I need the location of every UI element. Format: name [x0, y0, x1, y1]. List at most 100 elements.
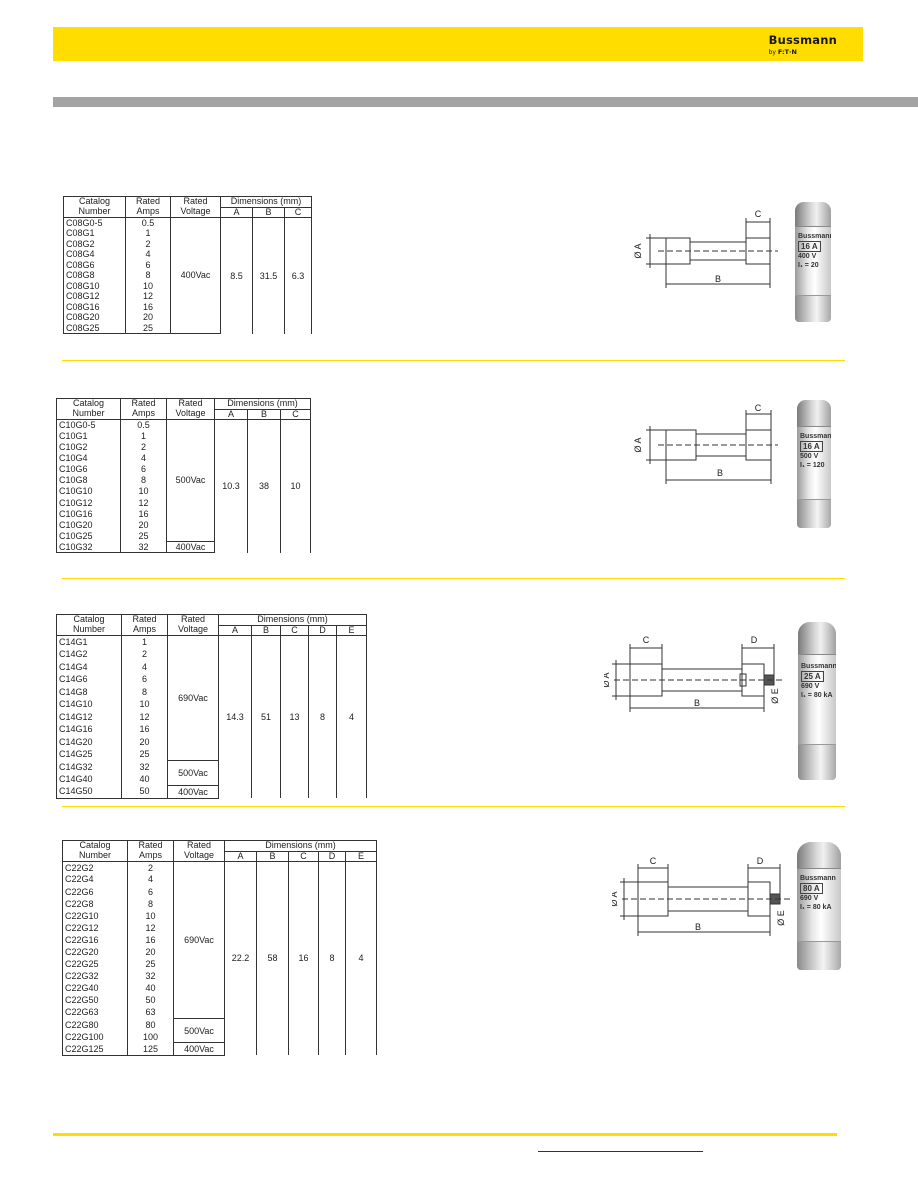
rated-amps: 6 — [120, 463, 167, 475]
dim-label-c: C — [755, 209, 762, 219]
fuse-interrupt-rating: I₁ = 120 — [800, 462, 825, 469]
catalog-number: C22G8 — [62, 897, 128, 910]
header-dimensions: Dimensions (mm) — [220, 196, 312, 208]
header-bar: Bussmann by F:T·N — [53, 27, 863, 61]
dimension-b: 51 — [251, 635, 281, 798]
catalog-number: C08G2 — [63, 238, 126, 250]
header-voltage: Voltage — [170, 207, 221, 218]
fuse-end-cap — [797, 842, 841, 869]
header-number: Number — [63, 207, 126, 218]
catalog-number: C10G0-5 — [56, 419, 121, 431]
rated-amps: 4 — [127, 873, 174, 886]
rated-amps: 16 — [127, 934, 174, 947]
rated-amps: 32 — [127, 970, 174, 983]
header-voltage: Voltage — [173, 851, 225, 862]
rated-amps: 2 — [121, 648, 168, 661]
dimension-b: 31.5 — [252, 217, 285, 334]
dim-label-d: D — [751, 635, 758, 645]
catalog-number: C22G10 — [62, 909, 128, 922]
fuse-voltage: 500 V — [800, 453, 819, 460]
header-amps: Amps — [120, 409, 167, 420]
fuse-end-cap — [797, 941, 841, 970]
separator — [62, 360, 845, 361]
header-dim-c: C — [284, 206, 312, 218]
dimension-e: 4 — [336, 635, 367, 798]
rated-amps: 1 — [120, 430, 167, 442]
header-dim-d: D — [318, 850, 346, 862]
header-amps: Amps — [125, 207, 171, 218]
rated-amps: 6 — [127, 885, 174, 898]
rated-amps: 1 — [125, 228, 171, 239]
catalog-number: C22G6 — [62, 885, 128, 898]
rated-amps: 8 — [120, 474, 167, 487]
rated-amps: 8 — [125, 270, 171, 281]
rated-amps: 8 — [127, 897, 174, 910]
rated-voltage: 690Vac — [167, 635, 219, 761]
rated-amps: 20 — [121, 735, 168, 748]
dimension-a: 14.3 — [218, 635, 252, 798]
header-voltage: Voltage — [166, 409, 215, 420]
rated-amps: 10 — [125, 280, 171, 292]
catalog-number: C10G20 — [56, 519, 121, 531]
dim-label-d: D — [757, 856, 764, 866]
catalog-number: C10G12 — [56, 497, 121, 509]
header-dim-c: C — [280, 408, 311, 420]
catalog-number: C10G25 — [56, 530, 121, 542]
header-dim-d: D — [308, 624, 337, 636]
rated-amps: 8 — [121, 685, 168, 698]
header-dim-b: B — [247, 408, 281, 420]
dimension-c: 6.3 — [284, 217, 312, 334]
header-dim-e: E — [336, 624, 367, 636]
catalog-number: C14G6 — [56, 673, 122, 686]
fuse-rating: 16 A — [798, 241, 821, 252]
header-dim-a: A — [214, 408, 248, 420]
fuse-brand-text: Bussmann — [800, 433, 831, 440]
rated-amps: 10 — [127, 909, 174, 922]
catalog-number: C14G10 — [56, 698, 122, 711]
rated-amps: 25 — [125, 322, 171, 335]
dimension-d: 8 — [308, 635, 337, 798]
rated-amps: 32 — [120, 541, 167, 554]
header-dim-a: A — [220, 206, 253, 218]
catalog-number: C14G25 — [56, 748, 122, 761]
catalog-number: C08G1 — [63, 228, 126, 239]
fuse-voltage: 690 V — [800, 895, 819, 902]
rated-amps: 10 — [120, 486, 167, 498]
header-number: Number — [56, 625, 122, 636]
rated-voltage: 500Vac — [166, 418, 215, 543]
fuse-brand-text: Bussmann — [798, 233, 831, 240]
catalog-number: C22G100 — [62, 1030, 128, 1043]
rated-amps: 2 — [120, 441, 167, 453]
rated-amps: 4 — [120, 452, 167, 464]
catalog-number: C10G16 — [56, 508, 121, 520]
fuse-rating: 80 A — [800, 883, 823, 894]
fuse-interrupt-rating: I₁ = 80 kA — [800, 904, 832, 911]
catalog-number: C10G1 — [56, 430, 121, 442]
catalog-number: C22G125 — [62, 1042, 128, 1056]
